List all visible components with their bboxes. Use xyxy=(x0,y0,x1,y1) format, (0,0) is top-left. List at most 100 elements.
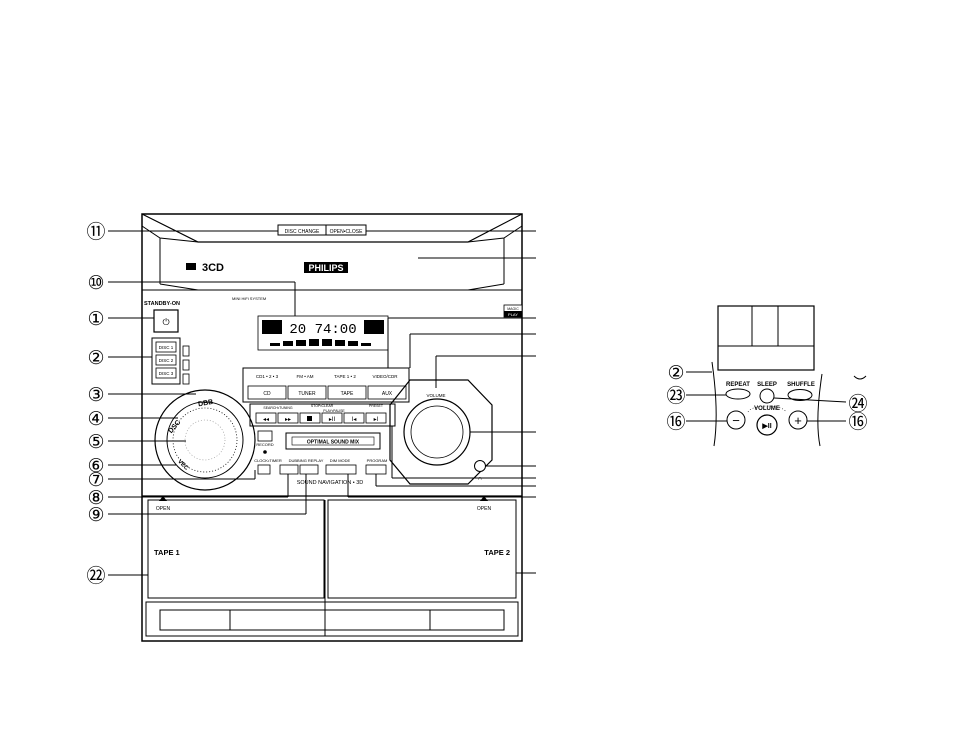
disc-buttons: DISC 1 DISC 2 DISC 3 xyxy=(151,337,190,385)
cd-logo-icon xyxy=(186,263,196,270)
volume-label: VOLUME xyxy=(426,393,445,398)
callout-8: ⑧ xyxy=(87,488,104,509)
play-pause-button[interactable] xyxy=(321,412,343,424)
callout-3: ③ xyxy=(87,385,104,406)
dim-mode-label: DIM MODE xyxy=(330,458,351,463)
display-left-indicators xyxy=(262,320,282,334)
source-selector: CD1 • 2 • 3 FM • AM TAPE 1 • 2 VIDEO/CDR… xyxy=(242,367,410,403)
volume-knob[interactable] xyxy=(403,398,471,466)
main-unit xyxy=(141,213,523,642)
remote-repeat-button[interactable] xyxy=(725,388,751,400)
tuner-button-label: TUNER xyxy=(298,391,316,397)
logos: 3CD PHILIPS MINI HiFi SYSTEM xyxy=(186,262,348,301)
play-pause-icon-remote: ▶II xyxy=(761,423,771,430)
clock-timer-button[interactable] xyxy=(257,464,271,475)
mini-system-label: MINI HiFi SYSTEM xyxy=(232,296,266,301)
remote-volume-label: VOLUME xyxy=(754,406,780,412)
cd-button-label: CD xyxy=(263,391,271,397)
dim-mode-button[interactable] xyxy=(325,464,357,475)
display-right-indicators xyxy=(364,320,384,334)
source-label-tuner: FM • AM xyxy=(296,374,313,379)
eject-right-icon xyxy=(480,496,488,501)
callout-9: ⑨ xyxy=(87,505,104,526)
left-callout-numbers: ⑪ ⑩ ① ② ③ ④ ⑤ ⑥ ⑦ ⑧ ⑨ ㉒ xyxy=(86,221,105,587)
disc2-button[interactable] xyxy=(155,354,177,366)
dbb-label: DBB xyxy=(198,399,214,409)
standby-group: STANDBY-ON ⏻ xyxy=(144,301,180,333)
standby-button[interactable] xyxy=(153,309,179,333)
record-label: RECORD xyxy=(256,442,273,447)
source-label-aux: VIDEO/CDR xyxy=(372,374,398,379)
source-label-cd: CD1 • 2 • 3 xyxy=(256,374,279,379)
tuner-button[interactable] xyxy=(287,385,327,400)
aux-button[interactable] xyxy=(367,385,407,400)
fast-forward-icon: ▸▸ xyxy=(285,417,291,423)
disc3-label: DISC 3 xyxy=(159,371,174,376)
previous-icon: I◂ xyxy=(352,417,357,423)
next-button[interactable] xyxy=(365,412,387,424)
vec-label: VEC xyxy=(176,459,189,472)
disc3-button[interactable] xyxy=(155,367,177,379)
spectrum-bars xyxy=(270,339,371,346)
source-label-tape: TAPE 1 • 2 xyxy=(334,374,356,379)
remote-sleep-label: SLEEP xyxy=(757,382,777,388)
next-icon: ▸I xyxy=(374,417,379,423)
callout-7: ⑦ xyxy=(87,470,104,491)
unit-body xyxy=(141,213,523,642)
remote-top-panel xyxy=(717,305,815,371)
tape-labels: OPEN OPEN TAPE 1 TAPE 2 xyxy=(154,496,510,557)
open-close-label: OPEN•CLOSE xyxy=(330,229,364,235)
eject-left-icon xyxy=(159,496,167,501)
logo-3cd: 3CD xyxy=(202,262,224,274)
aux-button-label: AUX xyxy=(382,391,393,397)
minus-icon: − xyxy=(732,413,740,428)
callout-5: ⑤ xyxy=(87,432,104,453)
callout-1: ① xyxy=(87,309,104,330)
tape1-deck[interactable] xyxy=(147,499,325,599)
callout-6: ⑥ xyxy=(87,456,104,477)
fast-forward-button[interactable] xyxy=(277,412,299,424)
brand-label: PHILIPS xyxy=(308,263,343,273)
jog-dial[interactable] xyxy=(172,407,238,473)
callout-2: ② xyxy=(87,348,104,369)
tape2-label: TAPE 2 xyxy=(484,548,510,557)
tape-button[interactable] xyxy=(327,385,367,400)
headphone-jack[interactable] xyxy=(474,460,486,472)
remote-play-pause-button[interactable] xyxy=(756,414,778,436)
dubbing-replay-label: DUBBING REPLAY xyxy=(289,458,324,463)
tape2-deck[interactable] xyxy=(327,499,517,599)
replay-button[interactable] xyxy=(299,464,319,475)
remote-shuffle-button[interactable] xyxy=(787,389,813,401)
program-button[interactable] xyxy=(365,464,387,475)
standby-label: STANDBY-ON xyxy=(144,301,180,307)
left-callouts xyxy=(108,230,307,576)
top-bevel xyxy=(141,213,523,243)
remote-buttons: REPEAT SLEEP SHUFFLE VOLUME − ▶II + xyxy=(725,382,815,436)
previous-button[interactable] xyxy=(343,412,365,424)
remote-volume-down-button[interactable] xyxy=(726,410,746,430)
play-label: PLAY xyxy=(508,312,518,317)
stop-icon xyxy=(307,416,312,421)
remote-callout-23: ㉓ xyxy=(666,385,685,407)
tape-button-label: TAPE xyxy=(341,391,354,397)
disc1-label: DISC 1 xyxy=(159,345,174,350)
disc1-button[interactable] xyxy=(155,341,177,353)
optimal-sound-mix-label: OPTIMAL SOUND MIX xyxy=(307,440,360,446)
remote-volume-up-button[interactable] xyxy=(788,410,808,430)
left-knob-group: DBB DSC VEC RECORD xyxy=(154,389,274,491)
magic-label: MAGIC xyxy=(507,307,519,311)
nav-label-search: SEARCH•TUNING xyxy=(263,406,293,410)
record-button[interactable] xyxy=(257,430,273,442)
remote-control xyxy=(711,305,867,447)
tape1-label: TAPE 1 xyxy=(154,548,180,557)
open-close-button[interactable] xyxy=(325,224,367,236)
remote-sleep-button[interactable] xyxy=(759,388,775,404)
cd-button[interactable] xyxy=(247,385,287,400)
callout-4: ④ xyxy=(87,409,104,430)
clock-timer-label: CLOCK•TIMER xyxy=(254,458,282,463)
remote-callout-2: ② xyxy=(667,363,684,384)
open-left-label: OPEN xyxy=(156,506,171,512)
rewind-button[interactable] xyxy=(255,412,277,424)
dubbing-button[interactable] xyxy=(279,464,299,475)
